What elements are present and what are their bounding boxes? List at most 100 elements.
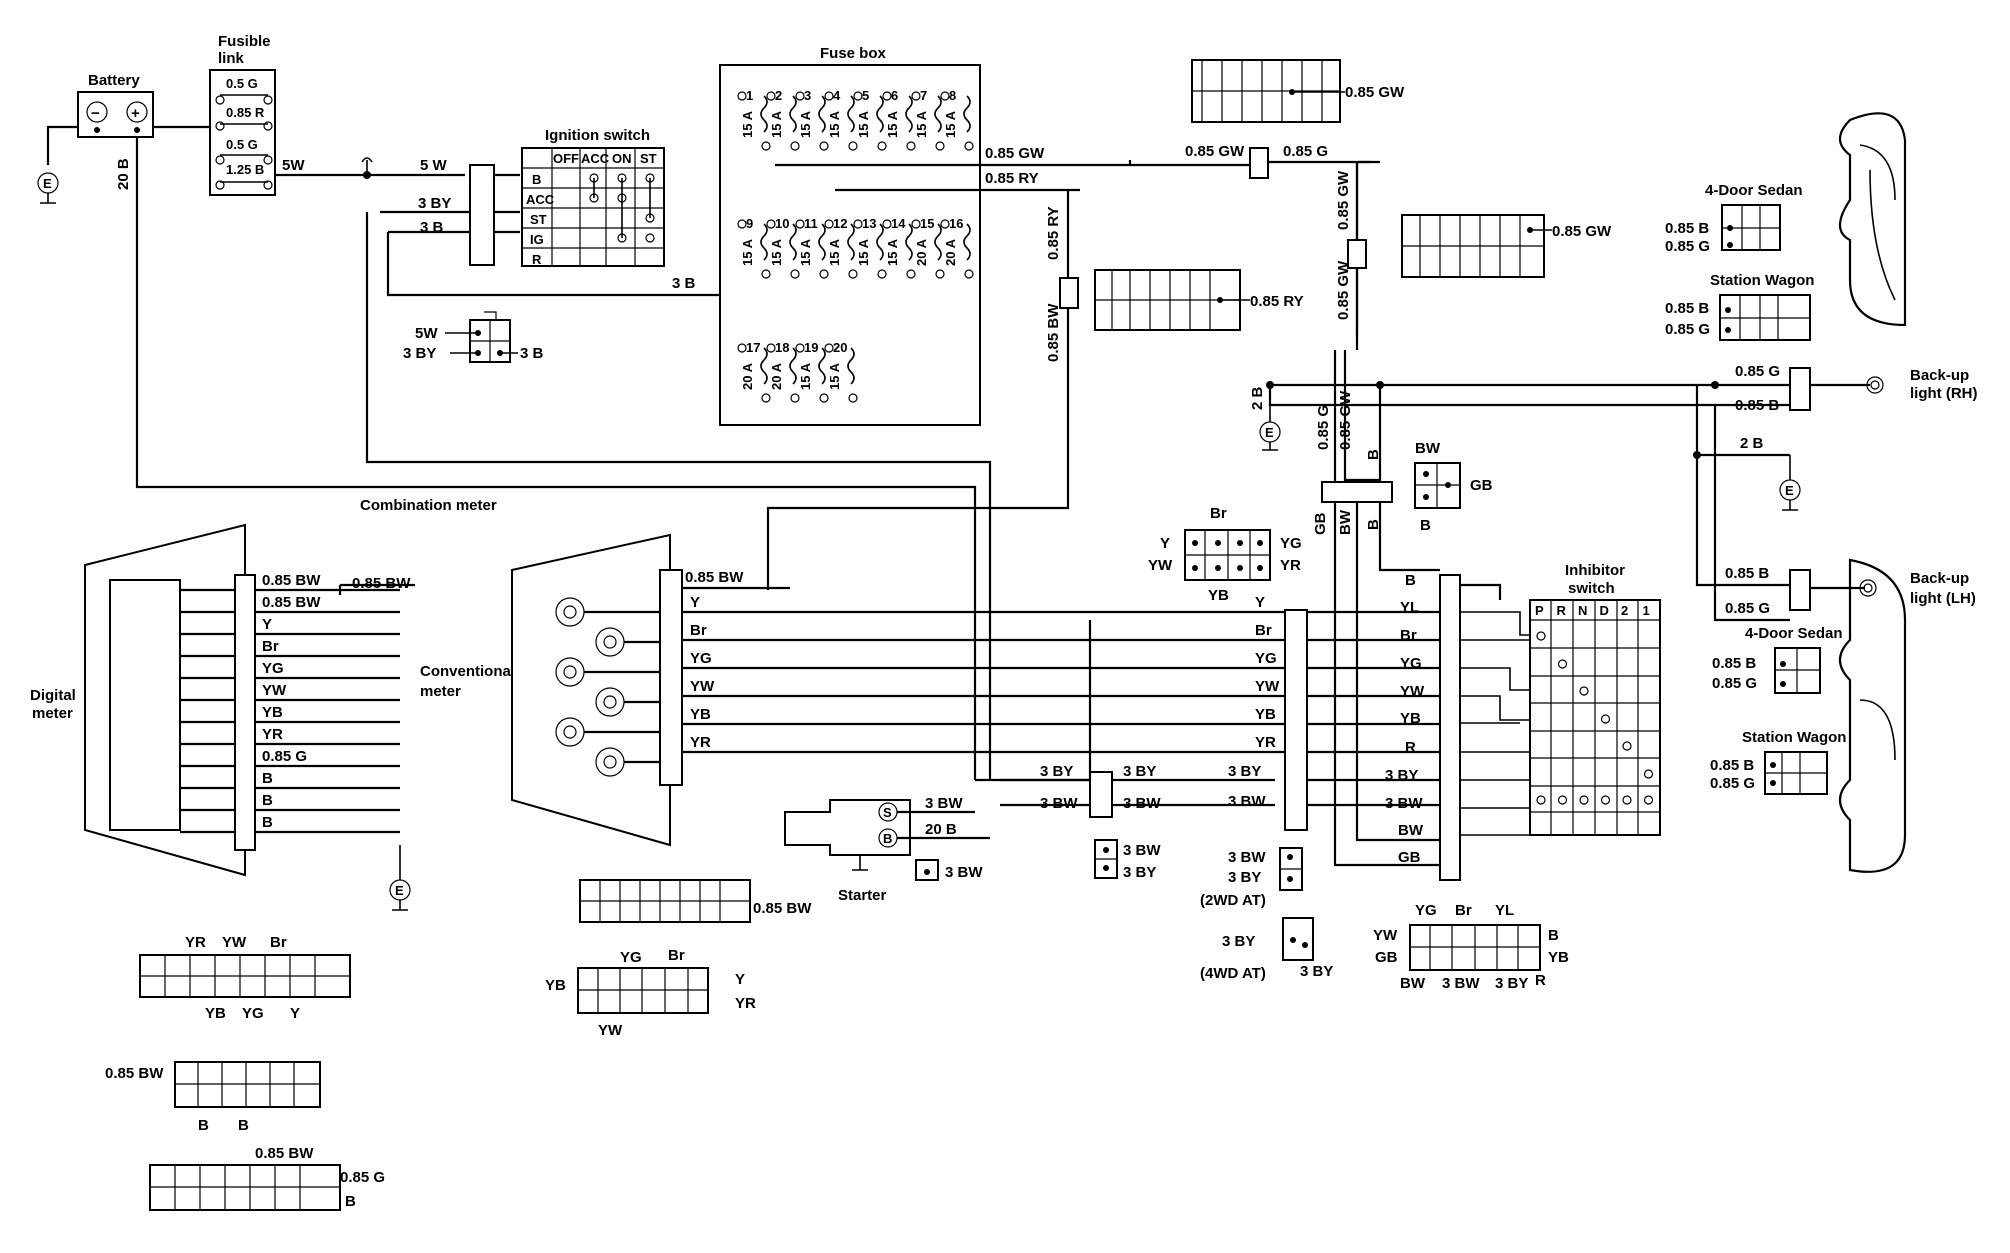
- fuse-terminal-top: [853, 91, 863, 101]
- fuse-terminal-bottom: [906, 141, 916, 151]
- inhibitor-position-1: 1: [1643, 603, 1650, 618]
- indicator-lamp-core: [563, 665, 577, 679]
- svg-text:meter: meter: [420, 683, 461, 700]
- svg-text:0.85 G: 0.85 G: [1710, 775, 1755, 792]
- wire-20b-main: [135, 137, 977, 780]
- fuse-icon: [847, 347, 855, 385]
- svg-text:0.85 G: 0.85 G: [340, 1169, 385, 1186]
- svg-text:0.85 G: 0.85 G: [1665, 238, 1710, 255]
- fuse-terminal-top: [824, 91, 834, 101]
- inhibitor-contact: [1536, 795, 1546, 805]
- fuse-rating-14: 15 A: [885, 238, 900, 266]
- svg-text:0.85 GW: 0.85 GW: [1337, 390, 1354, 450]
- fuse-number-10: 10: [775, 216, 789, 231]
- svg-text:YW: YW: [1148, 557, 1173, 574]
- inhibitor-contact: [1579, 686, 1589, 696]
- svg-text:2 B: 2 B: [1740, 435, 1764, 452]
- fuse-terminal-bottom: [761, 269, 771, 279]
- svg-text:YW: YW: [1373, 927, 1398, 944]
- fuse-icon: [934, 223, 942, 261]
- svg-text:0.85 GW: 0.85 GW: [1552, 223, 1612, 240]
- inhibitor-connector: [1439, 574, 1461, 881]
- digital-meter-wire-label: 0.85 G: [262, 748, 307, 765]
- fusible-link-group: Fusible link 0.5 G 0.85 R 0.5 G 1.25 B: [209, 33, 276, 196]
- fuse-terminal-top: [911, 219, 921, 229]
- fuse-terminal-top: [824, 219, 834, 229]
- fuse-terminal-bottom: [877, 269, 887, 279]
- svg-text:Starter: Starter: [838, 887, 887, 904]
- fuse-number-6: 6: [891, 88, 898, 103]
- svg-text:3 BW: 3 BW: [1040, 795, 1078, 812]
- battery-plus-symbol: +: [131, 105, 140, 122]
- svg-text:YR: YR: [1280, 557, 1301, 574]
- digital-meter-wire-label: 0.85 BW: [262, 572, 321, 589]
- meter-signal-label-left: Y: [690, 594, 700, 611]
- svg-text:Y: Y: [735, 971, 745, 988]
- wire-5w-label-1: 5W: [282, 157, 305, 174]
- joint-connector-ry: [1059, 277, 1079, 309]
- inhibitor-contact: [1643, 769, 1654, 779]
- fuse-terminal-top: [882, 219, 892, 229]
- wire-085b-backup: [1268, 385, 1790, 407]
- svg-text:B: B: [345, 1193, 356, 1210]
- fuse-number-11: 11: [804, 216, 818, 231]
- fuse-number-19: 19: [804, 340, 818, 355]
- fuse-box: [719, 64, 981, 426]
- inhibitor-position-2: 2: [1621, 603, 1628, 618]
- svg-text:3 BY: 3 BY: [1300, 963, 1333, 980]
- connector-4wd: 3 BY 3 BY (4WD AT): [1200, 917, 1333, 982]
- backup-lh-label-1: Back-up: [1910, 570, 1969, 587]
- svg-text:YR: YR: [185, 934, 206, 951]
- svg-text:Br: Br: [1210, 505, 1227, 522]
- svg-text:0.85 BW: 0.85 BW: [105, 1065, 164, 1082]
- digital-meter-wire-label: B: [262, 770, 273, 787]
- fuse-rating-1: 15 A: [740, 110, 755, 138]
- svg-text:YB: YB: [1548, 949, 1569, 966]
- svg-text:S: S: [883, 805, 892, 820]
- fuse-terminal-top: [737, 219, 747, 229]
- earth-ground-icon: E: [1259, 405, 1281, 451]
- conventional-meter-body: [511, 533, 671, 847]
- fuse-icon: [760, 347, 768, 385]
- svg-text:GB: GB: [1470, 477, 1493, 494]
- connector-meter-1: YR YW Br YB YG Y: [139, 934, 351, 1022]
- fuse-rating-6: 15 A: [885, 110, 900, 138]
- svg-text:(2WD AT): (2WD AT): [1200, 892, 1266, 909]
- connector-yg-yr: Br Y YW YG YR YB: [1148, 505, 1302, 604]
- svg-text:B: B: [238, 1117, 249, 1134]
- svg-text:Br: Br: [1455, 902, 1472, 919]
- connector-085ry: 0.85 RY: [1094, 269, 1304, 331]
- digital-meter-wire-label: B: [262, 814, 273, 831]
- fuse-number-5: 5: [862, 88, 869, 103]
- svg-text:0.85 BW: 0.85 BW: [255, 1145, 314, 1162]
- fuse-number-12: 12: [833, 216, 847, 231]
- inhibitor-contact: [1579, 795, 1589, 805]
- indicator-lamp-core: [603, 635, 617, 649]
- digital-meter-wire-label: YG: [262, 660, 284, 677]
- svg-text:0.85 BW: 0.85 BW: [1045, 303, 1062, 362]
- connector-conv-1: 0.85 BW: [579, 879, 812, 923]
- inhibitor-position-N: N: [1578, 603, 1587, 618]
- meter-signal-label-left: YB: [690, 706, 711, 723]
- inhibitor-position-R: R: [1557, 603, 1567, 618]
- fuse-rating-3: 15 A: [798, 110, 813, 138]
- fuse-rating-16: 20 A: [943, 238, 958, 266]
- fuse-icon: [818, 223, 826, 261]
- battery-minus-terminal: [86, 101, 108, 123]
- svg-text:0.85 B: 0.85 B: [1665, 300, 1709, 317]
- fuse-terminal-bottom: [819, 393, 829, 403]
- svg-text:B: B: [1548, 927, 1559, 944]
- battery-minus-symbol: −: [91, 105, 100, 122]
- svg-text:0.85 BW: 0.85 BW: [352, 575, 411, 592]
- svg-text:YG: YG: [1280, 535, 1302, 552]
- svg-text:3 BY: 3 BY: [1228, 869, 1261, 886]
- fuse-number-4: 4: [833, 88, 841, 103]
- battery-plus-terminal: [126, 101, 148, 123]
- fuse-number-15: 15: [920, 216, 934, 231]
- fuse-terminal-bottom: [819, 141, 829, 151]
- fuse-terminal-bottom: [964, 141, 974, 151]
- battery-ground-wire: [46, 125, 78, 165]
